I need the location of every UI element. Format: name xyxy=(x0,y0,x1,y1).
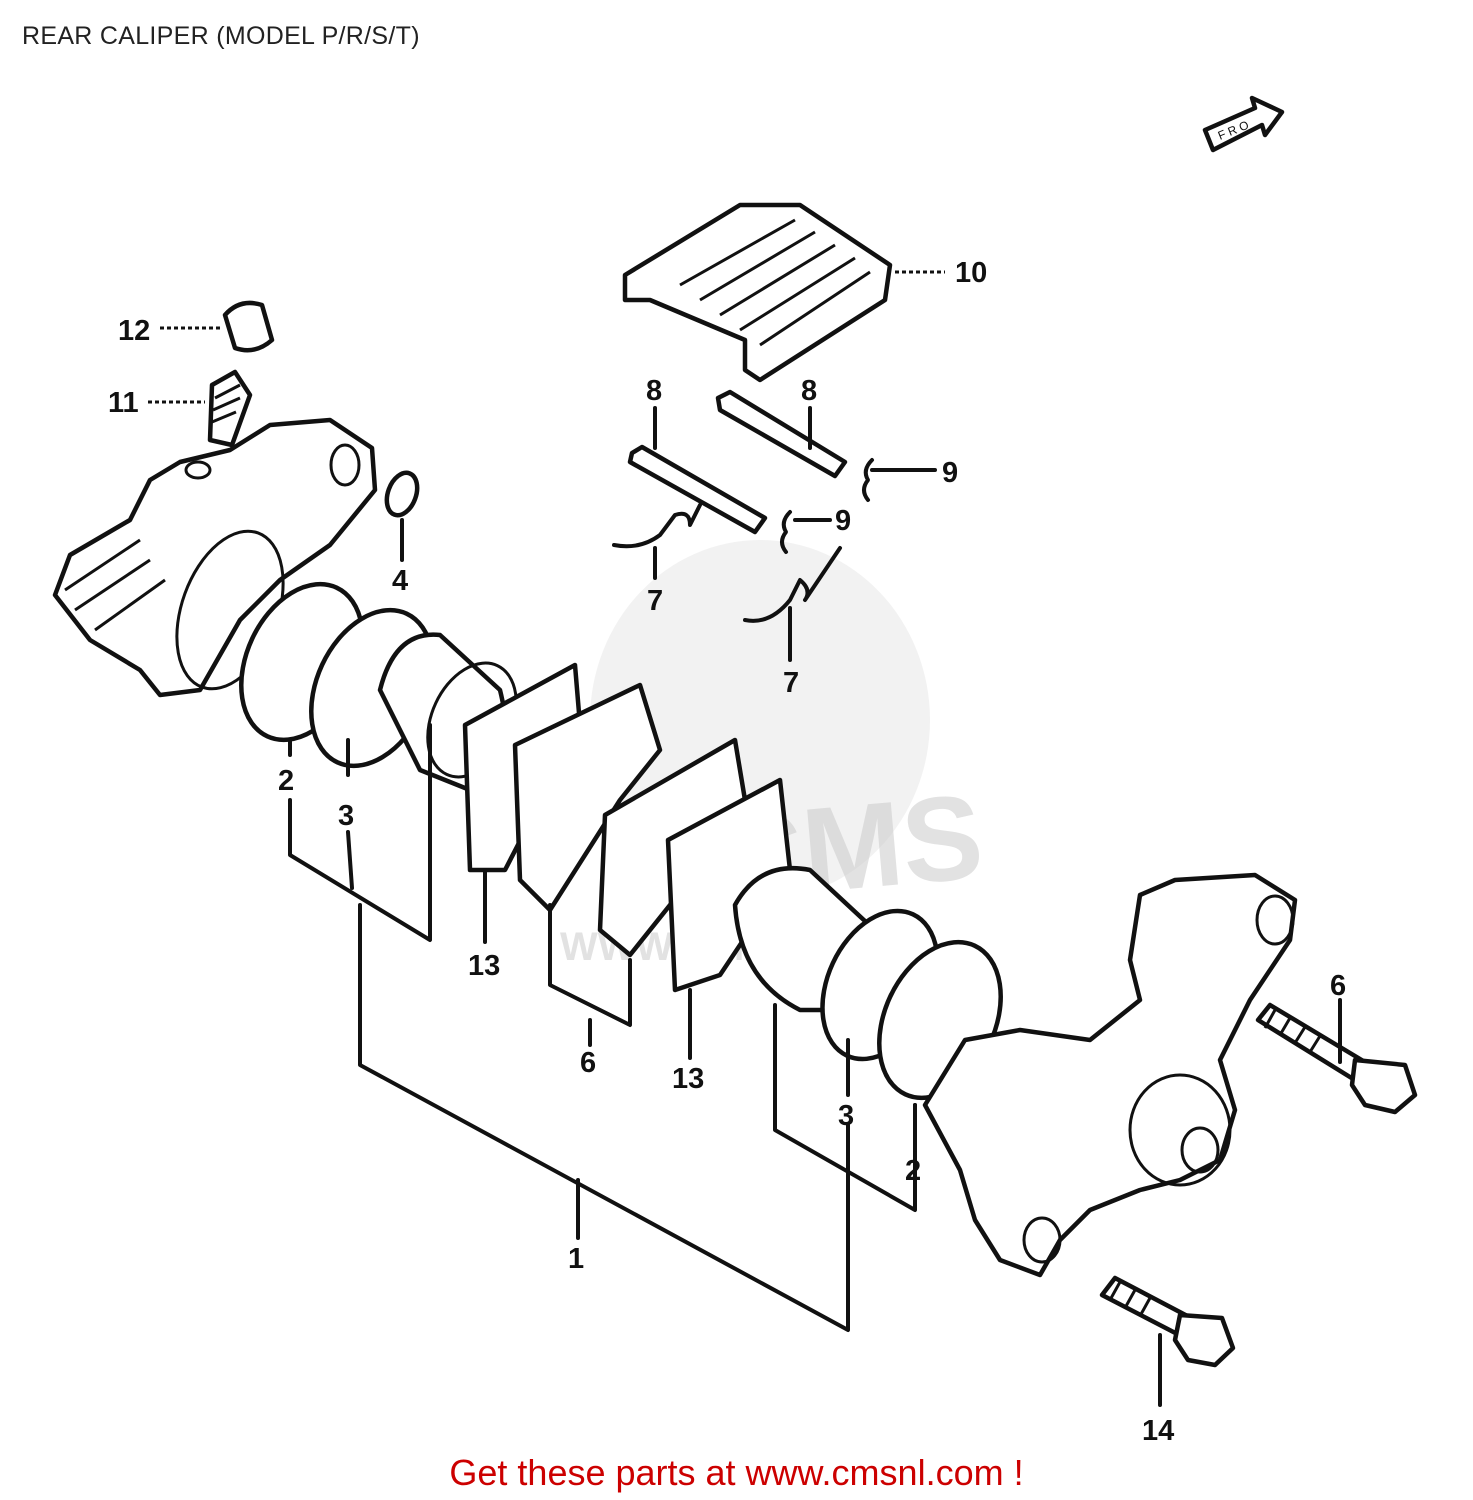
front-direction-arrow-icon: F R O xyxy=(1202,95,1285,153)
callout-8-right: 8 xyxy=(801,375,817,407)
mounting-bolt xyxy=(1255,1002,1418,1115)
callout-7-left: 7 xyxy=(647,585,663,617)
callout-6-pad: 6 xyxy=(580,1047,596,1079)
callout-3-left: 3 xyxy=(338,800,354,832)
callout-2-right: 2 xyxy=(905,1155,921,1187)
brake-pad-left xyxy=(512,682,663,913)
bleeder-cap xyxy=(222,300,275,353)
callout-13-right: 13 xyxy=(672,1063,704,1095)
callout-1: 1 xyxy=(568,1243,584,1275)
bleeder-valve xyxy=(207,369,253,448)
leader-lines xyxy=(148,270,1342,1407)
callout-10: 10 xyxy=(955,257,987,289)
footer-link[interactable]: Get these parts at www.cmsnl.com ! xyxy=(449,1452,1024,1493)
callout-14: 14 xyxy=(1142,1415,1174,1447)
callout-12: 12 xyxy=(118,315,150,347)
pin-clip-front xyxy=(780,510,792,554)
callout-2-left: 2 xyxy=(278,765,294,797)
pad-pin-rear xyxy=(715,389,848,479)
callout-11: 11 xyxy=(108,387,139,419)
caliper-bolt xyxy=(1099,1275,1236,1368)
pad-spring-left xyxy=(612,503,702,549)
page-title: REAR CALIPER (MODEL P/R/S/T) xyxy=(22,22,420,50)
callout-9-right: 9 xyxy=(942,457,958,489)
pin-clip-rear xyxy=(862,458,874,502)
o-ring-small xyxy=(384,470,420,518)
callout-9-left: 9 xyxy=(835,505,851,537)
callout-3-right: 3 xyxy=(838,1100,854,1132)
callout-7-right: 7 xyxy=(783,667,799,699)
pad-spring-right xyxy=(743,546,842,623)
left-caliper-body xyxy=(52,417,378,698)
right-caliper-body xyxy=(922,872,1298,1278)
callout-13-left: 13 xyxy=(468,950,500,982)
pad-pin-front xyxy=(627,444,768,535)
pad-cover xyxy=(622,202,893,383)
callout-8-left: 8 xyxy=(646,375,662,407)
callout-4: 4 xyxy=(392,565,408,597)
callout-6-bolt: 6 xyxy=(1330,970,1346,1002)
